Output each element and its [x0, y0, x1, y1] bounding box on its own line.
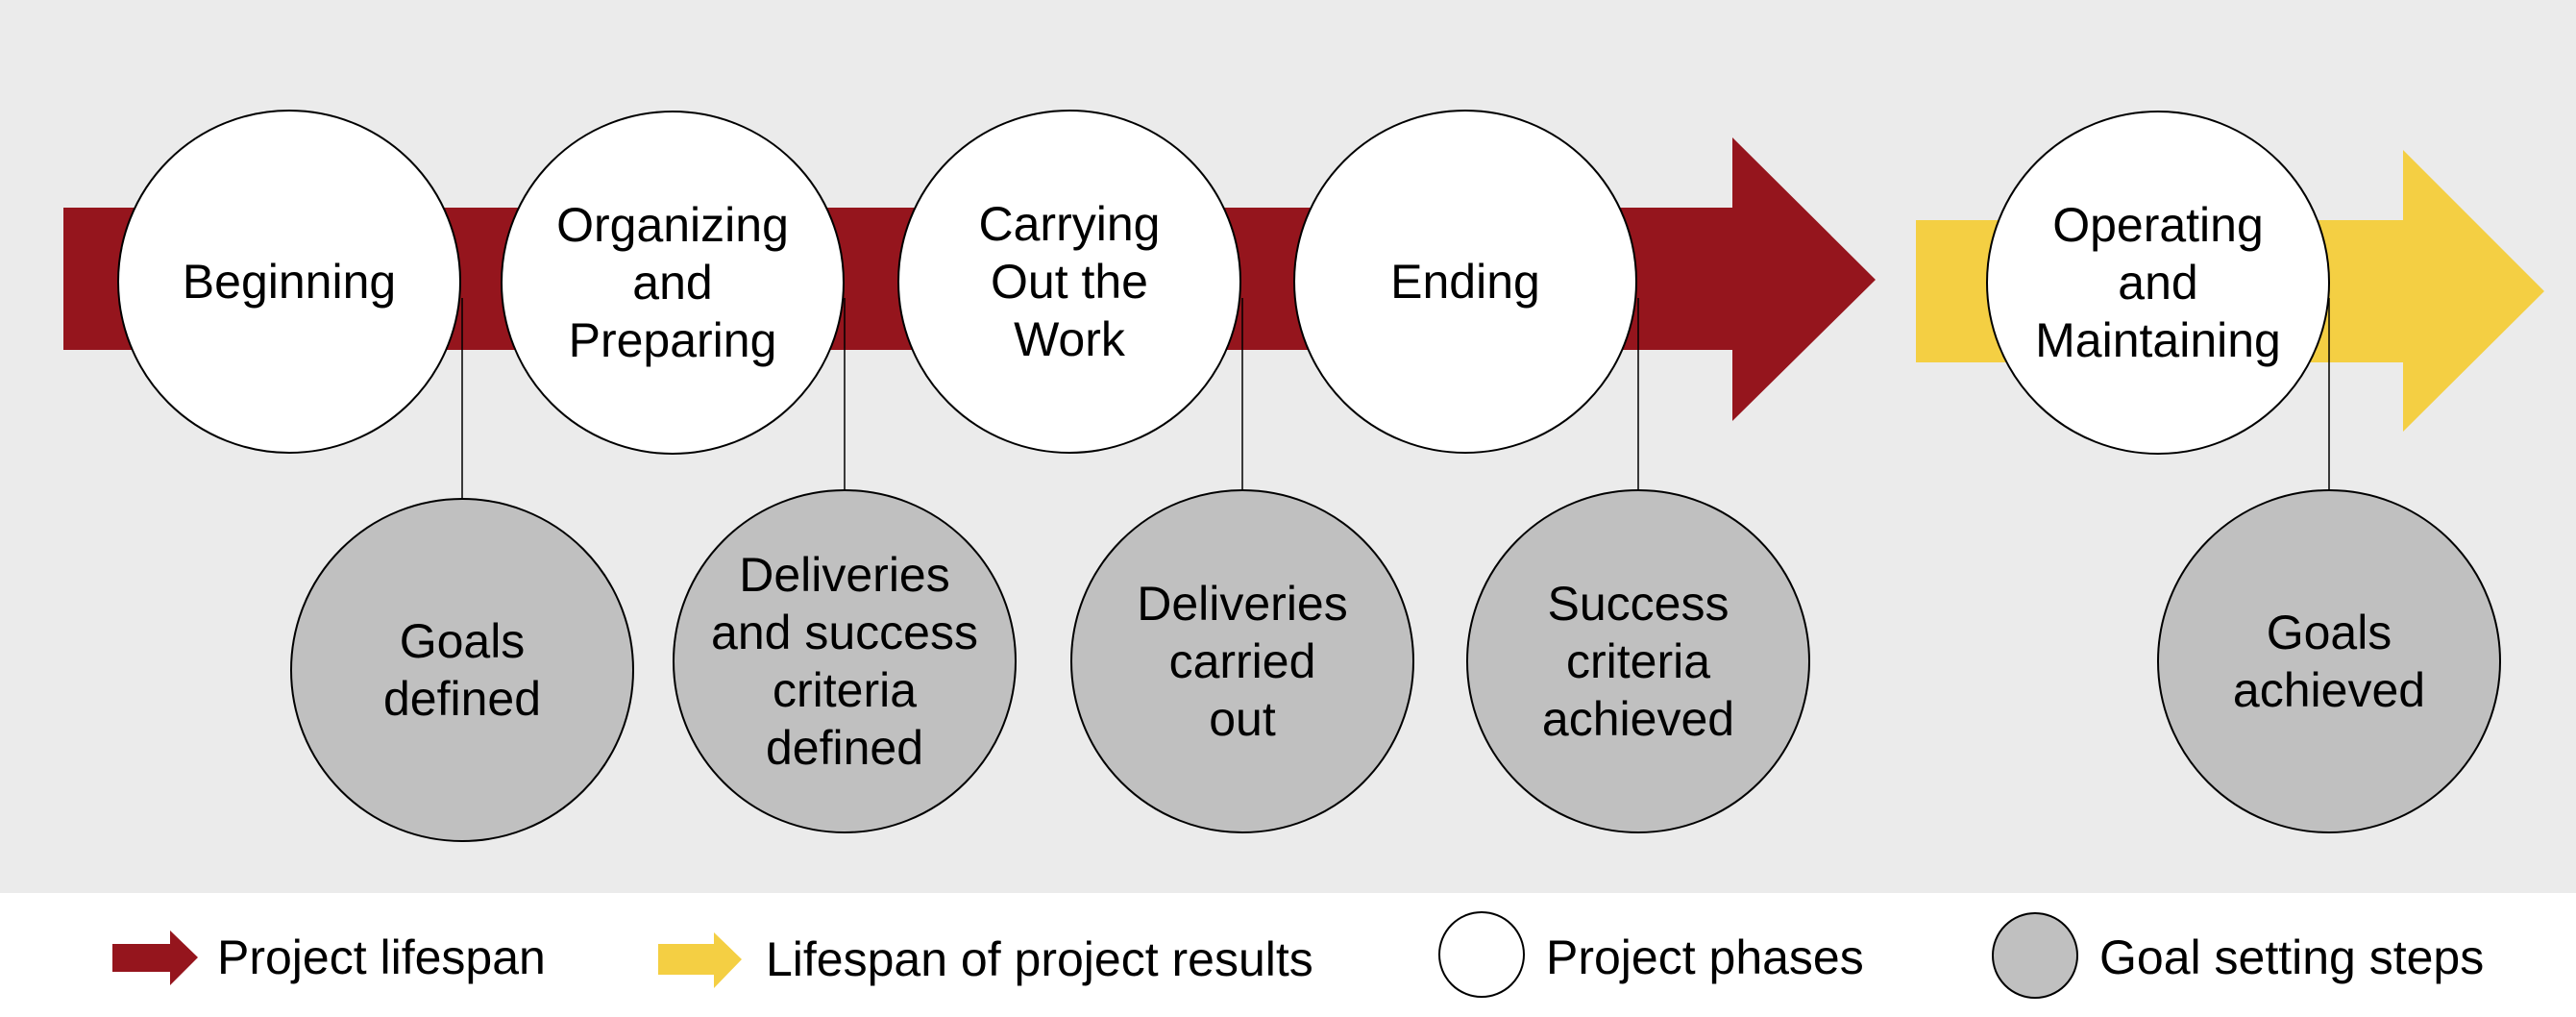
legend-item-project-lifespan: Project lifespan [112, 930, 546, 985]
phase-node: Ending [1293, 110, 1637, 454]
phase-label-line: Preparing [569, 313, 777, 367]
goal-label-line: and success [711, 606, 978, 659]
goal-label-line: out [1209, 692, 1276, 746]
goal-label-line: carried [1169, 634, 1316, 688]
legend-item-results-lifespan: Lifespan of project results [658, 932, 1313, 988]
goal-label-line: achieved [1542, 692, 1734, 746]
legend-label-goal-setting-steps: Goal setting steps [2099, 930, 2484, 984]
phase-label-line: Work [1014, 312, 1126, 366]
phase-circle [117, 110, 461, 454]
phase-label-line: Out the [991, 255, 1148, 309]
phase-label-line: Beginning [183, 255, 396, 309]
legend-label-project-lifespan: Project lifespan [217, 930, 546, 984]
goal-label-line: Goals [2267, 606, 2392, 659]
goal-label-line: criteria [1566, 634, 1710, 688]
red-arrow-icon [112, 930, 198, 985]
goal-label-line: Deliveries [739, 548, 950, 602]
white-circle-icon [1438, 911, 1525, 998]
goal-label-line: achieved [2233, 663, 2425, 717]
phase-circle [501, 111, 845, 455]
goal-circle [1070, 489, 1414, 833]
phase-label-line: and [2118, 256, 2197, 310]
project-phases: BeginningOrganizingandPreparingCarryingO… [117, 110, 2330, 455]
goal-circle [290, 498, 634, 842]
legend-label-project-phases: Project phases [1546, 930, 1864, 984]
goal-label-line: Success [1548, 577, 1730, 631]
legend-item-project-phases: Project phases [1438, 911, 1864, 998]
goal-circle [673, 489, 1017, 833]
legend-item-goal-setting-steps: Goal setting steps [1992, 912, 2484, 999]
legend: Project lifespan Lifespan of project res… [112, 911, 2484, 999]
goal-label-line: criteria [773, 663, 917, 717]
legend-label-results-lifespan: Lifespan of project results [766, 932, 1313, 986]
connector-lines [461, 298, 2330, 499]
phase-label-line: Carrying [979, 197, 1161, 251]
phase-node: Beginning [117, 110, 461, 454]
goal-label-line: defined [766, 721, 923, 775]
phase-circle [1986, 111, 2330, 455]
phase-circle [897, 110, 1241, 454]
phase-label-line: and [632, 256, 712, 310]
phase-label-line: Ending [1390, 255, 1540, 309]
yellow-arrow-icon [658, 932, 742, 988]
goal-label-line: Deliveries [1137, 577, 1348, 631]
goal-label-line: defined [383, 672, 541, 726]
phase-circle [1293, 110, 1637, 454]
grey-circle-icon [1992, 912, 2078, 999]
phase-label-line: Operating [2052, 198, 2264, 252]
phase-label-line: Organizing [556, 198, 789, 252]
goal-label-line: Goals [400, 614, 526, 668]
goal-circle [1466, 489, 1810, 833]
legend-background [0, 893, 2576, 1017]
phase-label-line: Maintaining [2035, 313, 2281, 367]
goal-circle [2157, 489, 2501, 833]
